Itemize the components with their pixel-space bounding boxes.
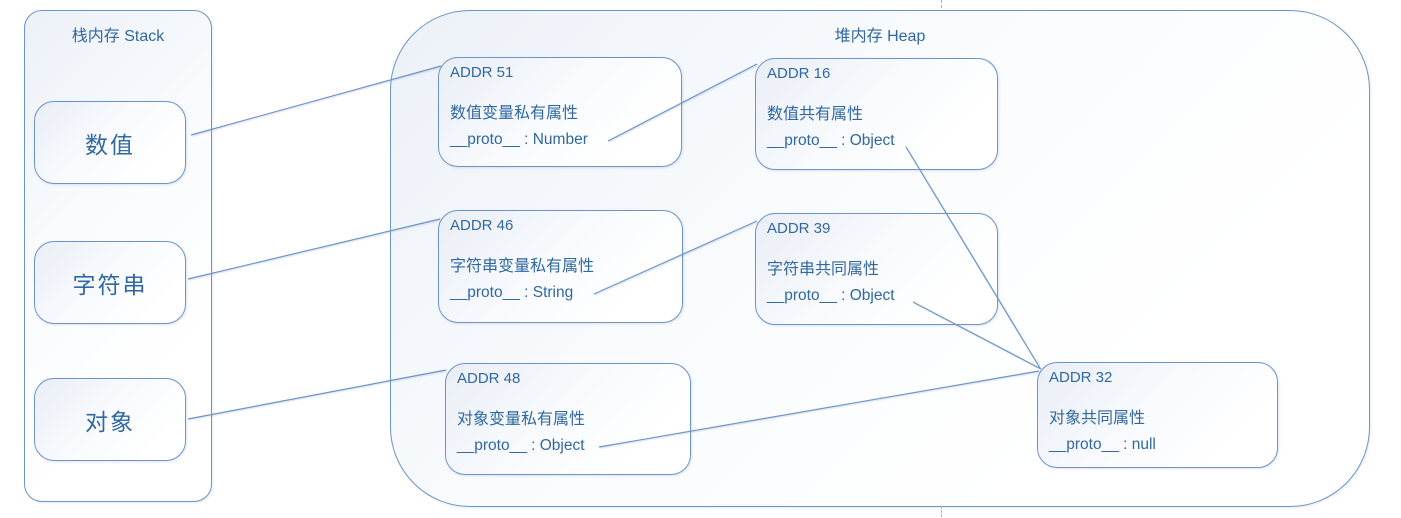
stack-node-object: 对象 bbox=[34, 378, 186, 461]
heap-node-addr-32: ADDR 32 对象共同属性 __proto__ : null bbox=[1037, 362, 1278, 468]
heap-panel-title: 堆内存 Heap bbox=[834, 28, 926, 45]
heap-node-addr-label: ADDR 32 bbox=[1049, 369, 1113, 386]
stack-node-number-label: 数值 bbox=[85, 131, 135, 158]
page-break-guide-bottom bbox=[941, 506, 942, 517]
heap-node-proto: __proto__ : Object bbox=[767, 287, 895, 304]
heap-node-description: 字符串变量私有属性 bbox=[450, 258, 595, 275]
heap-node-addr-label: ADDR 16 bbox=[767, 65, 831, 82]
stack-node-string-label: 字符串 bbox=[72, 271, 148, 298]
heap-node-description: 字符串共同属性 bbox=[767, 261, 880, 278]
stack-node-object-label: 对象 bbox=[85, 408, 135, 435]
stack-panel-title: 栈内存 Stack bbox=[71, 28, 165, 45]
heap-node-proto: __proto__ : null bbox=[1049, 436, 1156, 453]
heap-node-proto: __proto__ : Object bbox=[767, 132, 895, 149]
heap-node-proto: __proto__ : Object bbox=[457, 437, 585, 454]
heap-node-addr-39: ADDR 39 字符串共同属性 __proto__ : Object bbox=[755, 213, 998, 325]
heap-node-description: 数值变量私有属性 bbox=[450, 105, 579, 122]
stack-node-string: 字符串 bbox=[34, 241, 186, 324]
heap-node-proto: __proto__ : String bbox=[450, 284, 574, 301]
stack-node-number: 数值 bbox=[34, 101, 186, 184]
heap-node-proto: __proto__ : Number bbox=[450, 131, 588, 148]
heap-node-description: 对象变量私有属性 bbox=[457, 411, 586, 428]
heap-node-addr-51: ADDR 51 数值变量私有属性 __proto__ : Number bbox=[438, 57, 682, 167]
heap-node-addr-label: ADDR 39 bbox=[767, 220, 831, 237]
heap-node-description: 对象共同属性 bbox=[1049, 410, 1146, 427]
heap-node-addr-label: ADDR 51 bbox=[450, 64, 514, 81]
heap-node-addr-label: ADDR 48 bbox=[457, 370, 521, 387]
heap-node-description: 数值共有属性 bbox=[767, 106, 864, 123]
heap-node-addr-46: ADDR 46 字符串变量私有属性 __proto__ : String bbox=[438, 210, 683, 323]
heap-node-addr-label: ADDR 46 bbox=[450, 217, 514, 234]
heap-node-addr-48: ADDR 48 对象变量私有属性 __proto__ : Object bbox=[445, 363, 691, 475]
heap-node-addr-16: ADDR 16 数值共有属性 __proto__ : Object bbox=[755, 58, 998, 170]
page-break-guide-top bbox=[941, 0, 942, 8]
